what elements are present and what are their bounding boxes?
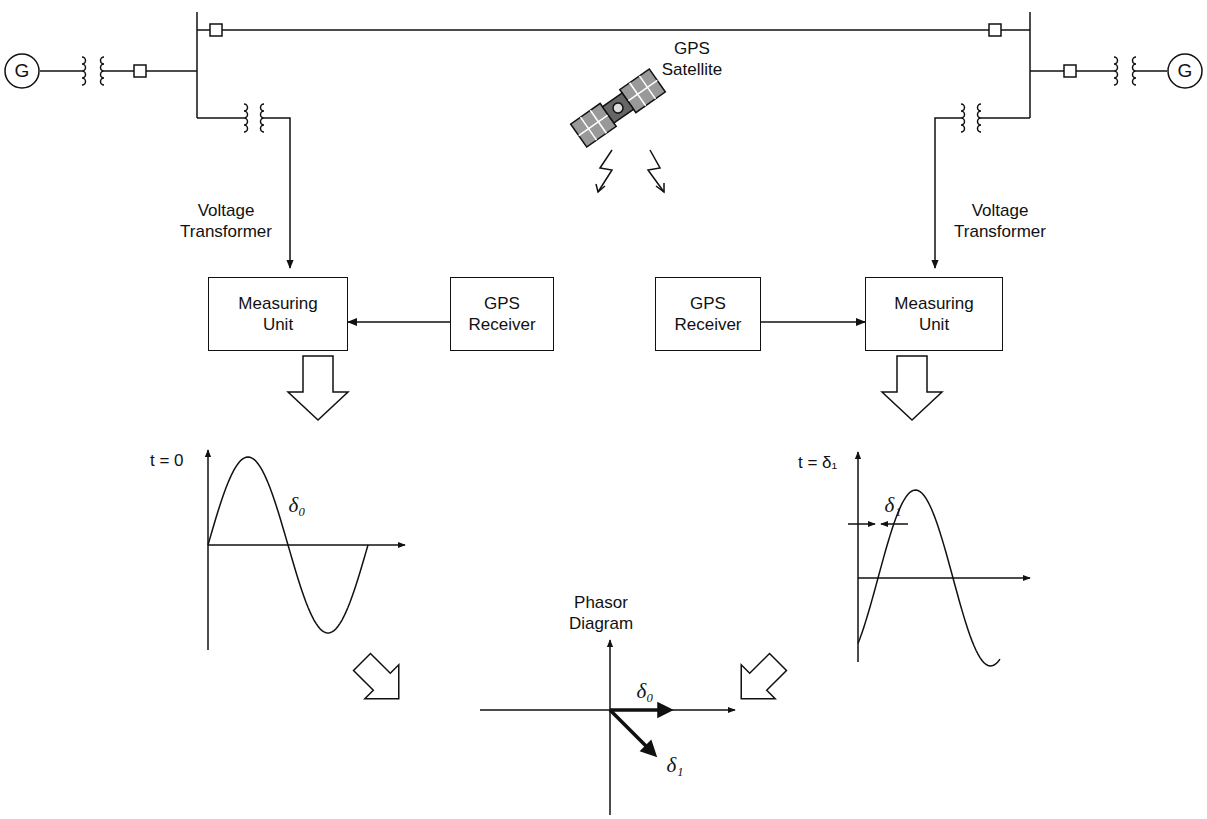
box-text: Measuring Unit	[227, 293, 329, 336]
transformer-coil	[961, 104, 965, 132]
transformer-lead	[104, 70, 108, 72]
axis	[208, 544, 405, 546]
transformer-coil	[978, 104, 981, 132]
circuit-breaker	[134, 65, 146, 77]
radio-signal	[648, 150, 664, 192]
waveforms	[208, 457, 1000, 666]
transformer-lead	[1110, 70, 1114, 72]
transformer-coil	[261, 104, 265, 132]
phasor	[610, 710, 650, 750]
process-box: GPS Receiver	[450, 277, 554, 351]
phasor-head	[658, 703, 672, 717]
annotation-label: Phasor Diagram	[556, 592, 646, 635]
axis	[857, 452, 859, 662]
circuit-breaker	[1064, 65, 1076, 77]
radio-signal	[598, 150, 612, 192]
transformer-lead	[957, 117, 961, 119]
process-box: Measuring Unit	[208, 277, 348, 351]
axis	[207, 450, 209, 650]
signal-lead	[268, 118, 290, 268]
transformer-coil	[1114, 57, 1118, 85]
annotation-label: t = 0	[150, 450, 184, 471]
axis	[480, 709, 735, 711]
output-arrow	[288, 356, 348, 420]
transformer-lead	[78, 70, 82, 72]
angle-symbol: δ₀	[282, 492, 312, 518]
annotation-label: Voltage Transformer	[170, 200, 282, 243]
transformer-coil	[244, 104, 248, 132]
annotation-label: Voltage Transformer	[944, 200, 1056, 243]
box-text: GPS Receiver	[468, 293, 535, 336]
busbar	[196, 12, 198, 118]
axis	[858, 577, 1030, 579]
circuit-breaker	[210, 24, 222, 36]
output-arrow	[345, 645, 416, 716]
busbar	[1029, 12, 1031, 118]
transformer-lead	[981, 117, 985, 119]
signal-arrow	[761, 321, 865, 323]
box-text: Measuring Unit	[884, 293, 984, 336]
offset-marker	[848, 523, 875, 525]
generator-symbol: G	[4, 53, 40, 89]
angle-symbol: δ₁	[660, 752, 690, 778]
signal-arrow	[348, 321, 450, 323]
transformer-lead	[1136, 70, 1140, 72]
transformer-lead	[264, 117, 268, 119]
circuit-breaker	[989, 24, 1001, 36]
annotation-label: t = δ₁	[798, 452, 837, 473]
transformer-coil	[101, 57, 105, 85]
process-box: GPS Receiver	[655, 277, 761, 351]
annotation-label: GPS Satellite	[650, 38, 734, 81]
angle-symbol: δ₀	[630, 678, 660, 704]
transmission-line	[197, 29, 1030, 31]
phasor-head	[641, 741, 656, 756]
output-arrow	[724, 645, 795, 716]
axis	[609, 640, 611, 815]
gps-satellite	[571, 69, 666, 147]
generator-letter: G	[1178, 60, 1193, 82]
transformer-coil	[1133, 57, 1137, 85]
box-text: GPS Receiver	[674, 293, 742, 336]
generator-letter: G	[15, 60, 30, 82]
phasor	[610, 708, 664, 712]
process-box: Measuring Unit	[865, 277, 1003, 351]
transformer-lead	[240, 117, 244, 119]
output-arrow	[882, 356, 942, 420]
signal-lead	[935, 118, 957, 268]
angle-symbol: δ₁	[878, 492, 908, 518]
transformer-coil	[82, 57, 86, 85]
generator-symbol: G	[1167, 53, 1203, 89]
